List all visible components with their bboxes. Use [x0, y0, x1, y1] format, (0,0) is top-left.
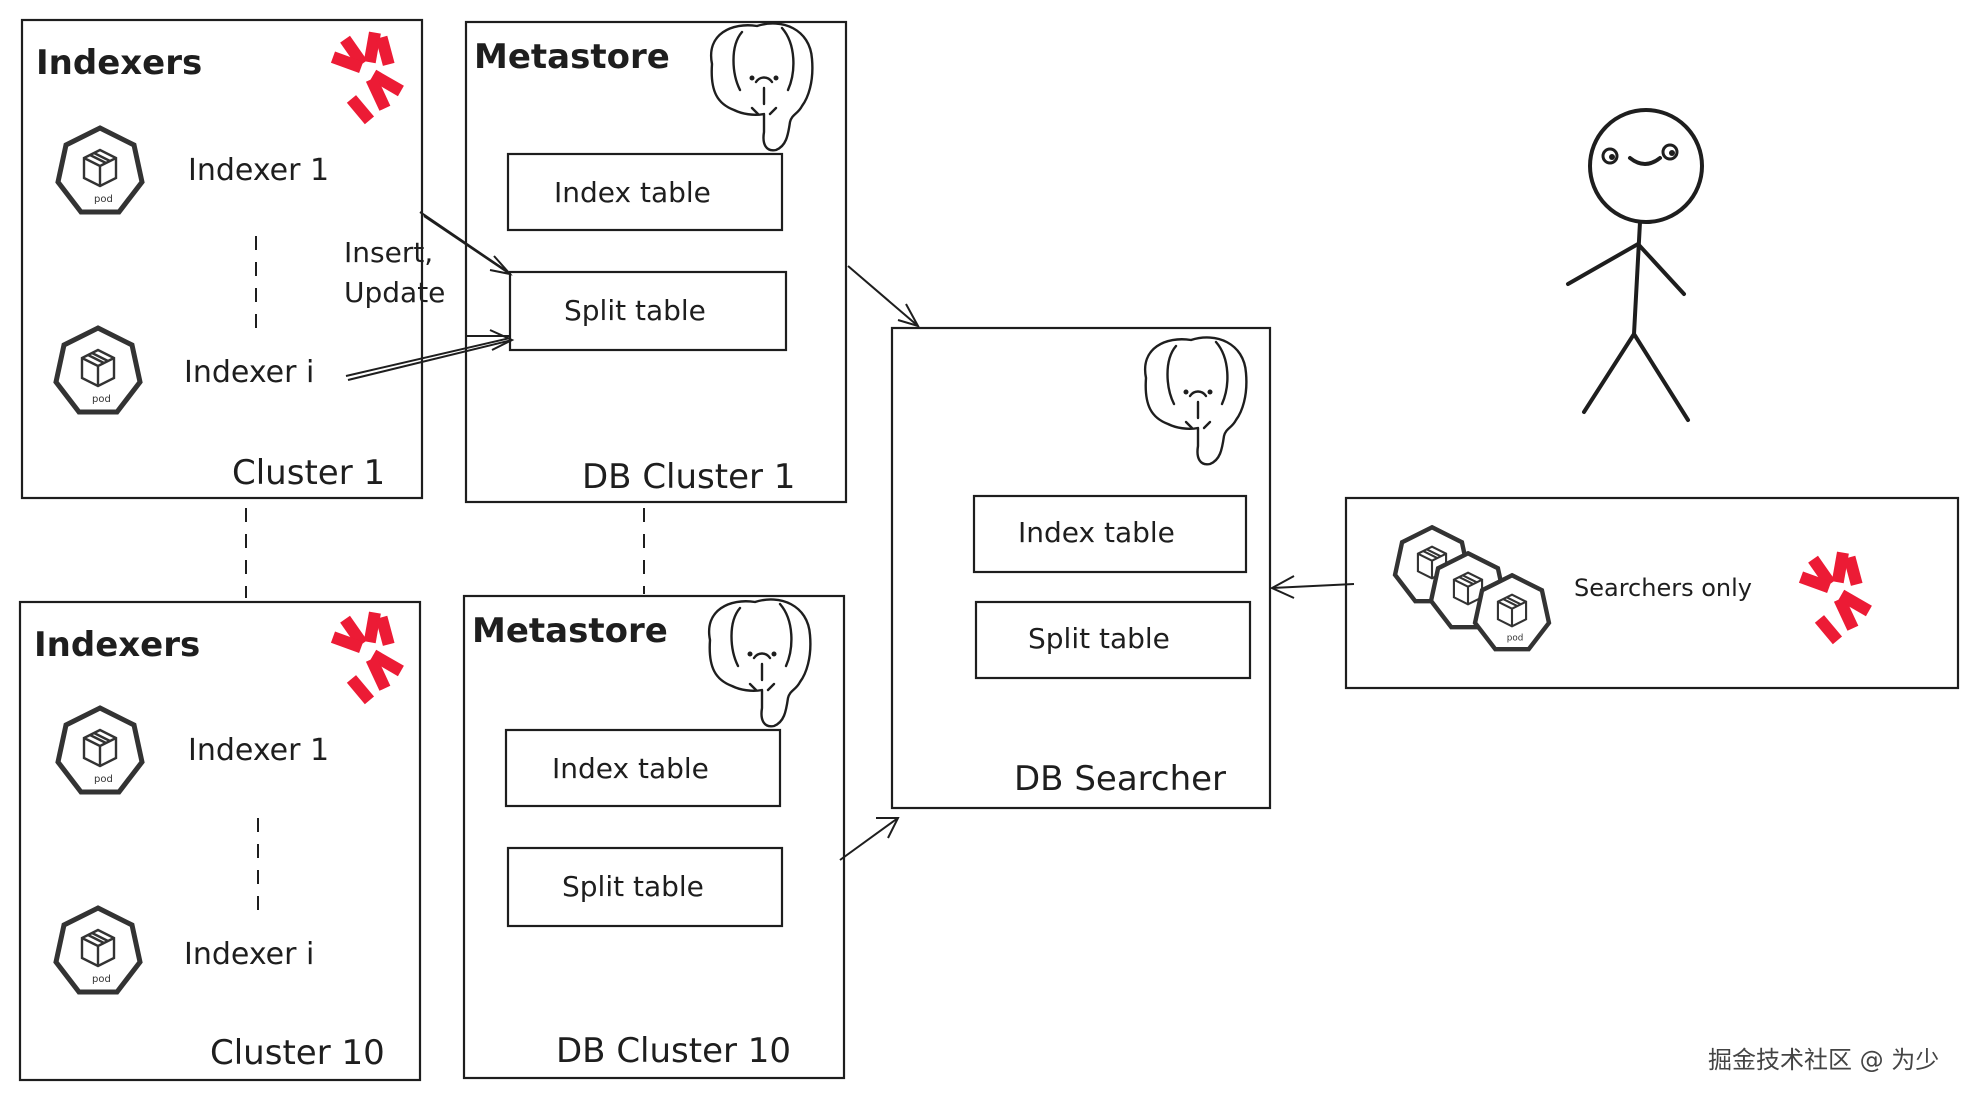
replication-arrows	[839, 265, 921, 861]
indexer-1-label: Indexer 1	[188, 733, 329, 768]
index-table-label: Index table	[552, 752, 709, 785]
update-label: Update	[344, 276, 445, 309]
svg-text:pod: pod	[94, 774, 113, 785]
indexers-title: Indexers	[34, 625, 200, 665]
cluster-1-label: Cluster 1	[232, 453, 385, 493]
cluster-10-label: Cluster 10	[210, 1033, 385, 1073]
db-cluster-10-label: DB Cluster 10	[556, 1031, 791, 1071]
searchers-only-label: Searchers only	[1574, 574, 1752, 602]
split-table-label: Split table	[564, 294, 706, 327]
index-table-box	[972, 494, 1248, 574]
quickwit-logo-icon	[330, 611, 404, 705]
svg-text:pod: pod	[1507, 633, 1524, 643]
split-table-box	[508, 270, 788, 352]
index-table-label: Index table	[554, 176, 711, 209]
index-table-box	[504, 728, 782, 808]
indexer-1-label: Indexer 1	[188, 153, 329, 188]
svg-text:pod: pod	[94, 194, 113, 205]
index-table-box	[506, 152, 784, 232]
db-cluster-1-label: DB Cluster 1	[582, 457, 795, 497]
indexers-cluster-1-box: Indexers pod Indexer 1 pod Indexer i Clu…	[20, 18, 424, 500]
postgres-elephant-icon	[707, 598, 812, 728]
watermark-text: 掘金技术社区 @ 为少	[1708, 1046, 1939, 1074]
pod-icon: pod	[58, 128, 142, 212]
pod-icon: pod	[56, 328, 140, 412]
db-searcher-box: Index table Split table DB Searcher	[890, 326, 1272, 810]
insert-label: Insert,	[344, 236, 433, 269]
indexer-i-label: Indexer i	[184, 937, 314, 972]
indexer-i-label: Indexer i	[184, 355, 314, 390]
metastore-title: Metastore	[472, 611, 668, 651]
searchers-box: pod Searchers only	[1344, 496, 1960, 690]
svg-text:pod: pod	[92, 394, 111, 405]
searchers-arrow	[1269, 575, 1355, 599]
pod-icon: pod	[1475, 575, 1549, 649]
index-table-label: Index table	[1018, 516, 1175, 549]
pod-icon: pod	[58, 708, 142, 792]
indexers-cluster-10-box: Indexers pod Indexer 1 pod Indexer i Clu…	[18, 600, 422, 1082]
quickwit-logo-icon	[330, 31, 404, 125]
db-cluster-10-box: Metastore Index table Split table DB Clu…	[462, 594, 846, 1080]
stick-figure-icon	[1566, 108, 1704, 422]
quickwit-logo-icon	[1798, 551, 1872, 645]
postgres-elephant-icon	[1143, 336, 1248, 466]
split-table-box	[506, 846, 784, 928]
metastore-title: Metastore	[474, 37, 670, 77]
insert-update-arrows: Insert, Update	[344, 211, 515, 381]
split-table-label: Split table	[562, 870, 704, 903]
db-searcher-label: DB Searcher	[1014, 759, 1226, 799]
split-table-label: Split table	[1028, 622, 1170, 655]
indexers-title: Indexers	[36, 43, 202, 83]
svg-text:pod: pod	[92, 974, 111, 985]
postgres-elephant-icon	[709, 22, 814, 152]
pod-icon: pod	[56, 908, 140, 992]
split-table-box	[974, 600, 1252, 680]
db-cluster-1-box: Metastore Index table Split table DB Clu…	[464, 20, 848, 504]
